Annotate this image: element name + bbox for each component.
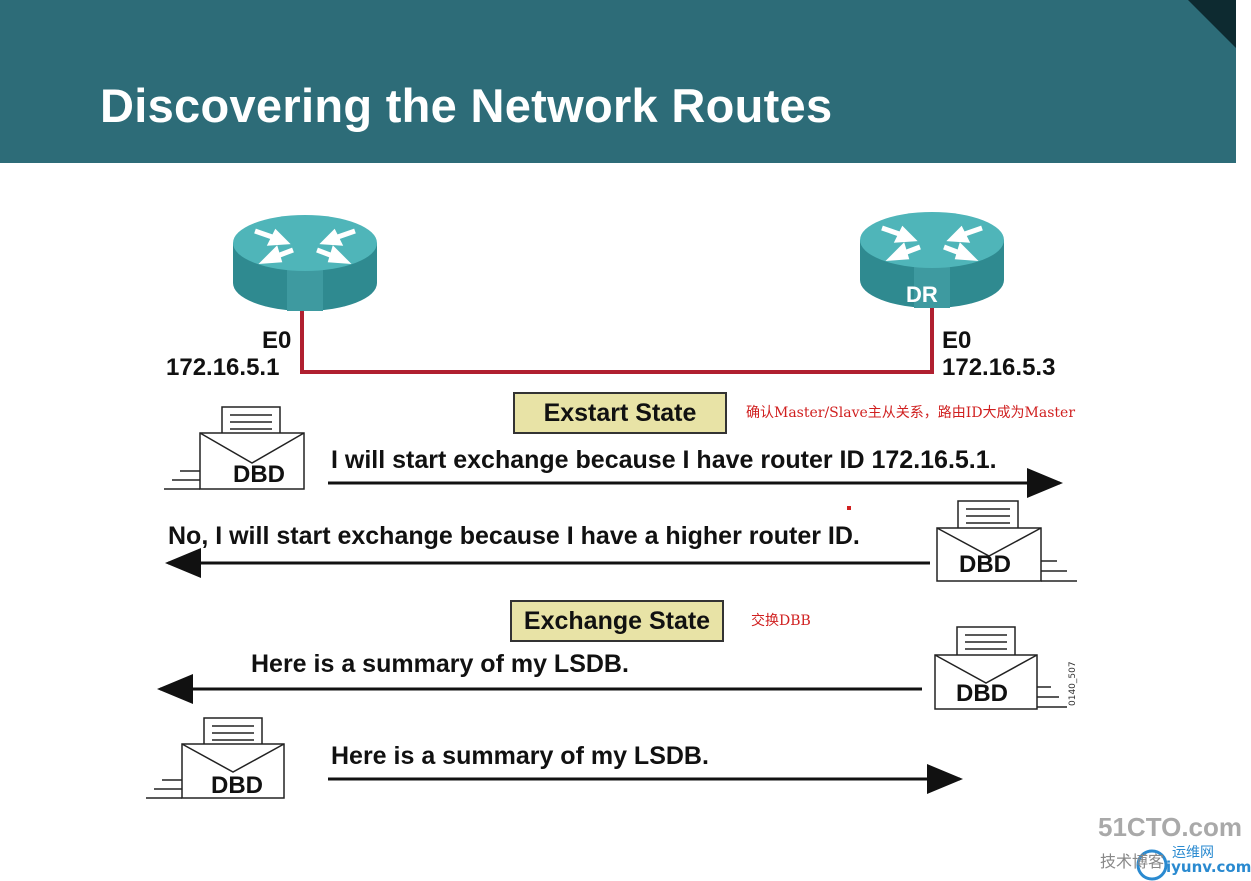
watermark-logo-icon xyxy=(1136,849,1168,881)
header-bar: Discovering the Network Routes xyxy=(0,0,1236,163)
router-dr-ip: 172.16.5.3 xyxy=(942,354,1056,381)
router-dr-label: DR xyxy=(906,282,938,307)
router-left-interface: E0 xyxy=(262,327,292,354)
state-exstart: Exstart State xyxy=(513,392,727,434)
dbd-packet-icon-1 xyxy=(164,406,305,490)
dbd-packet-1-label: DBD xyxy=(233,461,285,488)
message-4-text: Here is a summary of my LSDB. xyxy=(331,742,709,770)
dbd-packet-4-label: DBD xyxy=(211,772,263,799)
dbd-packet-icon-4 xyxy=(146,717,285,799)
router-left-icon xyxy=(233,215,377,311)
state-exstart-note: 确认Master/Slave主从关系，路由ID大成为Master xyxy=(746,405,1076,421)
red-dot-mark xyxy=(847,506,851,510)
watermark-site: 51CTO.com xyxy=(1098,812,1243,842)
router-dr-icon xyxy=(860,212,1004,308)
dbd-packet-icon-2 xyxy=(936,500,1077,582)
ethernet-link xyxy=(300,308,934,374)
dbd-packet-icon-3 xyxy=(934,626,1067,710)
state-exchange-note: 交换DBB xyxy=(751,613,811,629)
watermark-brand: 运维网 xyxy=(1172,845,1214,861)
dbd-packet-2-label: DBD xyxy=(959,551,1011,578)
message-1-text: I will start exchange because I have rou… xyxy=(331,446,997,474)
header-corner xyxy=(1188,0,1236,48)
page-title: Discovering the Network Routes xyxy=(100,79,833,132)
state-exchange: Exchange State xyxy=(510,600,724,642)
message-2-text: No, I will start exchange because I have… xyxy=(168,522,860,550)
watermark-url: iyunv.com xyxy=(1166,858,1251,876)
message-3-text: Here is a summary of my LSDB. xyxy=(251,650,629,678)
router-left-ip: 172.16.5.1 xyxy=(166,354,280,381)
figure-id: 0140_507 xyxy=(1068,661,1078,706)
dbd-packet-3-label: DBD xyxy=(956,680,1008,707)
router-dr-interface: E0 xyxy=(942,327,972,354)
watermark-blog: 技术博客 xyxy=(1100,852,1165,871)
